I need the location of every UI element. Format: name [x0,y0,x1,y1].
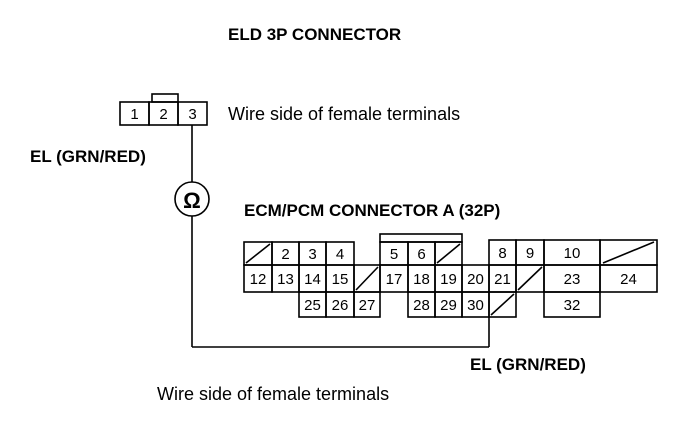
ecm-pin-1-slash [245,243,271,264]
ecm-pin-17-label: 17 [386,271,403,288]
ecm-pin-29-label: 29 [440,297,457,314]
ecm-pin-27-cell [353,291,381,318]
ecm-pin-16-slash [355,266,379,291]
ecm-pin-3-label: 3 [308,246,316,263]
ecm-pin-21-label: 21 [494,271,511,288]
ecm-pin-8-label: 8 [498,245,506,262]
eld-pin-2-label: 2 [159,106,167,123]
eld-connector-title: ELD 3P CONNECTOR [228,25,401,44]
ecm-pin-9-label: 9 [526,245,534,262]
ecm-pin-6-label: 6 [417,246,425,263]
eld-pin-3-label: 3 [188,106,196,123]
ecm-connector-tab [379,233,463,243]
wire-label-lower: EL (GRN/RED) [470,355,586,374]
ecm-pin-5-label: 5 [390,246,398,263]
ecm-pin-32-cell [543,291,601,318]
ecm-pin-31-slash [490,293,515,316]
ecm-pin-15-label: 15 [332,271,349,288]
eld-pin-1-label: 1 [130,106,138,123]
ecm-pin-11-slash [602,241,655,264]
ecm-connector: 2 3 4 5 6 8 9 10 12 13 14 15 17 18 19 20… [243,233,658,318]
eld-side-label: Wire side of female terminals [228,104,460,124]
ecm-pin-28-label: 28 [413,297,430,314]
eld-connector-tab [151,93,179,103]
ecm-pin-2-label: 2 [281,246,289,263]
eld-connector: 1 2 3 [119,93,208,126]
ecm-pin-13-label: 13 [277,271,294,288]
ecm-pin-27-label: 27 [359,297,376,314]
ecm-pin-26-label: 26 [332,297,349,314]
ecm-pin-14-label: 14 [304,271,321,288]
ecm-pin-30-label: 30 [467,297,484,314]
ecm-pin-22-slash [517,266,543,291]
ecm-side-label: Wire side of female terminals [157,384,389,404]
wire-label-upper: EL (GRN/RED) [30,147,146,166]
ecm-pin-31-empty [488,291,517,318]
ecm-pin-20-label: 20 [467,271,484,288]
ecm-connector-title: ECM/PCM CONNECTOR A (32P) [244,201,500,220]
ecm-pin-12-label: 12 [250,271,267,288]
ecm-pin-4-label: 4 [336,246,344,263]
ecm-pin-25-label: 25 [304,297,321,314]
ecm-pin-7-slash [436,243,461,264]
ecm-pin-32-label: 32 [564,297,581,314]
ecm-pin-10-label: 10 [564,245,581,262]
ecm-pin-24-cell [599,264,658,293]
ecm-pin-19-label: 19 [440,271,457,288]
ecm-pin-24-label: 24 [620,271,637,288]
ecm-pin-18-label: 18 [413,271,430,288]
ohm-icon: Ω [183,188,201,213]
ecm-pin-23-label: 23 [564,271,581,288]
